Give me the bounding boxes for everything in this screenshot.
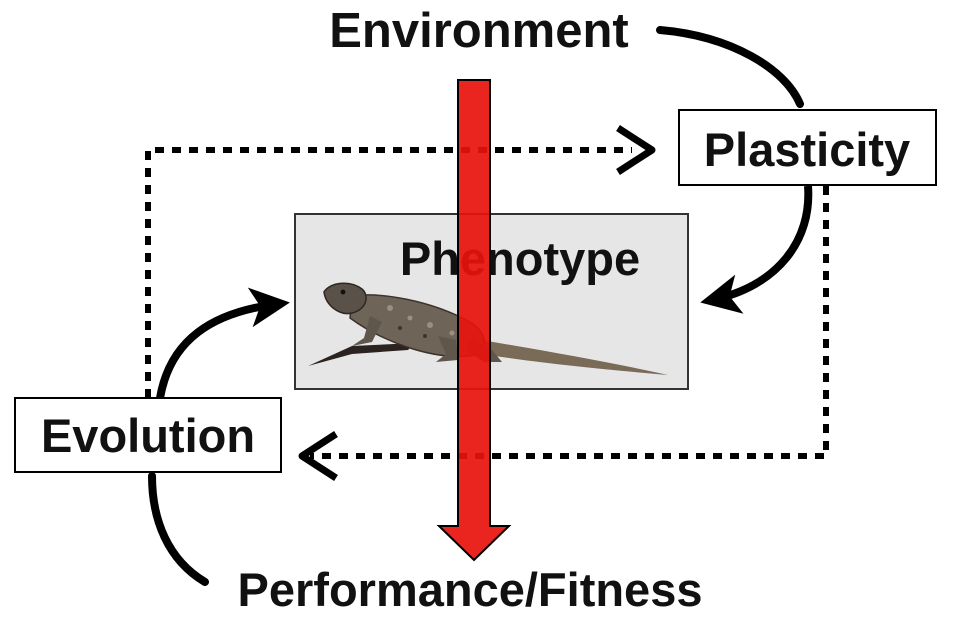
evolution-label: Evolution	[41, 409, 255, 462]
dotted-arrowhead-to-evolution	[298, 431, 338, 481]
environment-to-plasticity-arrow	[656, 26, 804, 108]
fitness-to-evolution-arrow	[148, 472, 209, 586]
lizard-image	[308, 282, 668, 375]
plasticity-to-phenotype-arrow	[700, 185, 813, 314]
evolution-box	[14, 397, 282, 473]
dotted-arrowhead-to-plasticity	[616, 125, 656, 175]
plasticity-label: Plasticity	[704, 123, 910, 176]
evolution-to-phenotype-arrow	[156, 287, 290, 399]
environment-to-fitness-red-arrow	[436, 79, 512, 562]
phenotype-label: Phenotype	[400, 232, 640, 285]
environment-label: Environment	[329, 4, 628, 58]
plasticity-box	[678, 109, 937, 186]
performance-fitness-label: Performance/Fitness	[238, 563, 703, 616]
